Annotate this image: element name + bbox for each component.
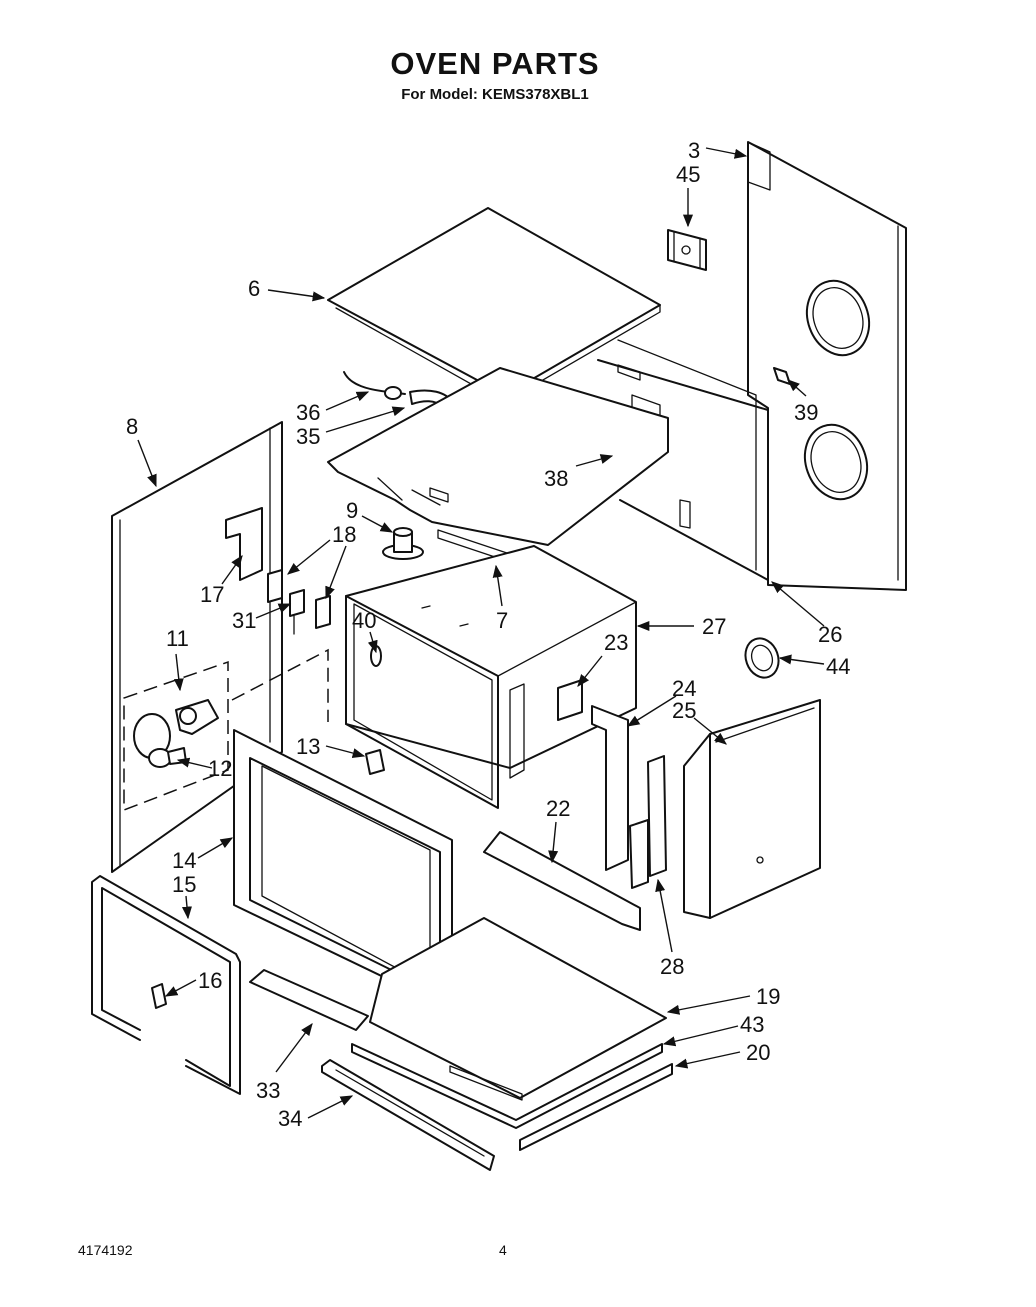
- part-31-connector: [289, 589, 305, 635]
- part-36-wire: [343, 371, 406, 400]
- part-3-rear-panel: [747, 141, 907, 591]
- part-13-catch: [365, 749, 385, 775]
- document-number: 4174192: [78, 1242, 133, 1258]
- callout-6: 6: [248, 276, 260, 301]
- callout-18: 18: [332, 522, 356, 547]
- part-12-bulb: [148, 747, 187, 768]
- callout-33: 33: [256, 1078, 280, 1103]
- callout-35: 35: [296, 424, 320, 449]
- callout-44: 44: [826, 654, 850, 679]
- callout-14: 14: [172, 848, 196, 873]
- part-25-side-panel: [683, 699, 821, 919]
- part-17-bracket: [225, 507, 263, 581]
- callout-38: 38: [544, 466, 568, 491]
- callout-28: 28: [660, 954, 684, 979]
- part-44-grommet: [744, 637, 780, 679]
- part-34-vent: [321, 1059, 495, 1171]
- callout-3: 3: [688, 138, 700, 163]
- callout-26: 26: [818, 622, 842, 647]
- part-33-trim: [249, 969, 369, 1031]
- part-6-top-panel: [327, 207, 661, 403]
- part-15-gasket: [91, 875, 241, 1095]
- callout-40: 40: [352, 608, 376, 633]
- callout-8: 8: [126, 414, 138, 439]
- part-39-clip: [773, 367, 791, 385]
- leader-lines: [137, 147, 825, 1119]
- part-11-lamp-assembly: [123, 660, 229, 812]
- callout-7: 7: [496, 608, 508, 633]
- callout-16: 16: [198, 968, 222, 993]
- callout-39: 39: [794, 400, 818, 425]
- callout-12: 12: [208, 756, 232, 781]
- callout-43: 43: [740, 1012, 764, 1037]
- callout-36: 36: [296, 400, 320, 425]
- part-23-plate: [557, 679, 583, 721]
- part-16-clip: [151, 983, 167, 1009]
- callout-19: 19: [756, 984, 780, 1009]
- part-38-inner-plate: [327, 367, 669, 567]
- part-22-bracket: [483, 831, 641, 931]
- page-title: OVEN PARTS: [390, 46, 600, 81]
- callout-20: 20: [746, 1040, 770, 1065]
- model-subtitle: For Model: KEMS378XBL1: [401, 86, 589, 103]
- part-40-lens: [370, 645, 382, 667]
- callout-24: 24: [672, 676, 696, 701]
- callout-31: 31: [232, 608, 256, 633]
- dash-guide-line: [231, 648, 329, 722]
- part-20-rail: [519, 1063, 673, 1151]
- callout-17: 17: [200, 582, 224, 607]
- callout-22: 22: [546, 796, 570, 821]
- callout-27: 27: [702, 614, 726, 639]
- callout-15: 15: [172, 872, 196, 897]
- callout-45: 45: [676, 162, 700, 187]
- callout-25: 25: [672, 698, 696, 723]
- part-27-oven-cavity: [345, 545, 637, 809]
- callout-9: 9: [346, 498, 358, 523]
- part-19-bottom-panel: [369, 917, 667, 1101]
- part-18-switch: [267, 569, 331, 629]
- part-9-sensor: [382, 527, 424, 560]
- callout-11: 11: [166, 626, 189, 651]
- callout-34: 34: [278, 1106, 302, 1131]
- callout-labels: 3 45 6 39 36 35 38 8 9 18 17 31 7 27 40 …: [126, 138, 850, 1131]
- callout-13: 13: [296, 734, 320, 759]
- part-45-bracket: [667, 229, 707, 271]
- part-43-floor-plate: [351, 1043, 663, 1129]
- part-24-bracket: [591, 705, 629, 871]
- page-number: 4: [499, 1242, 507, 1258]
- part-28-hinge: [629, 755, 667, 889]
- callout-23: 23: [604, 630, 628, 655]
